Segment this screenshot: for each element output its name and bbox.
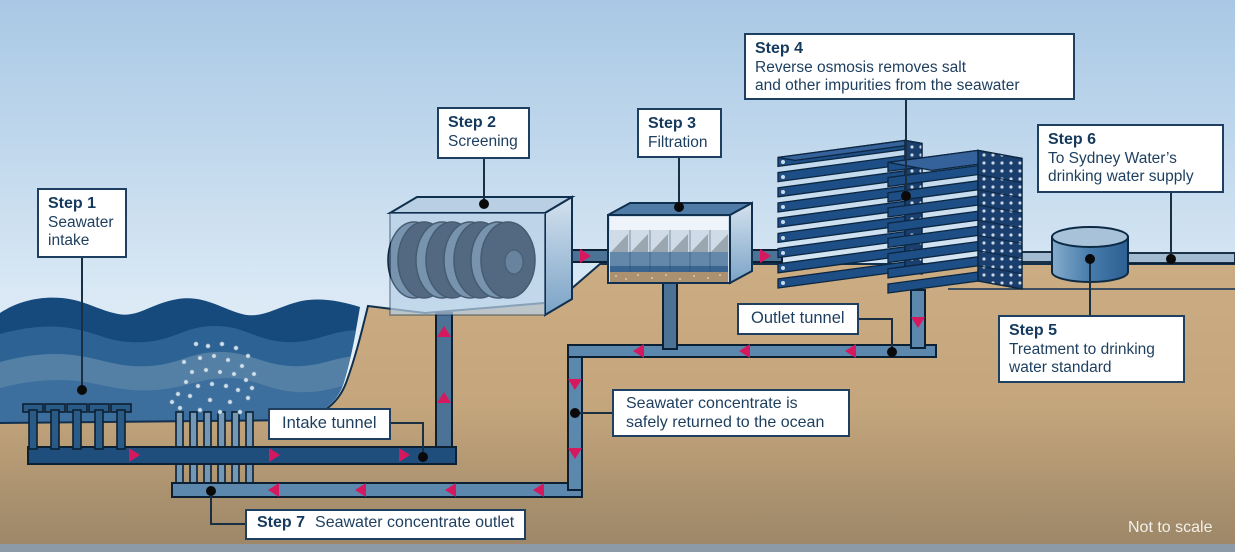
screening-unit: [386, 195, 576, 317]
filter-cells: [610, 230, 728, 282]
not-to-scale-note: Not to scale: [1128, 519, 1213, 536]
step-3-label: Step 3 Filtration: [637, 108, 722, 158]
step-4-label: Step 4 Reverse osmosis removes salt and …: [744, 33, 1075, 100]
filtration-unit: [607, 201, 753, 285]
callout-connectors: [81, 100, 1172, 525]
step-2-title: Step 2: [448, 114, 497, 131]
intake-tunnel-pipe: [27, 446, 457, 465]
step-6-title: Step 6: [1048, 131, 1097, 148]
step-7-title: Step 7: [257, 514, 306, 531]
step-7-label: Step 7 Seawater concentrate outlet: [245, 509, 527, 540]
step-6-label: Step 6 To Sydney Water’s drinking water …: [1037, 124, 1224, 193]
screening-drums: [387, 221, 536, 299]
outlet-tunnel-label: Outlet tunnel: [737, 303, 859, 335]
step-3-title: Step 3: [648, 115, 697, 132]
bottom-strip: [0, 544, 1235, 552]
outlet-tunnel-pipe: [567, 344, 937, 358]
diffuser-bubbles: [169, 341, 257, 415]
step-4-title: Step 4: [755, 40, 804, 57]
concentrate-down-pipe: [567, 349, 583, 491]
filtration-down-pipe: [662, 282, 678, 350]
step-1-label: Step 1 Seawater intake: [37, 188, 127, 258]
concentrate-note-label: Seawater concentrate is safely returned …: [612, 389, 850, 437]
step-2-label: Step 2 Screening: [437, 107, 530, 159]
step-5-label: Step 5 Treatment to drinking water stand…: [998, 315, 1185, 383]
intake-tunnel-label: Intake tunnel: [268, 408, 391, 440]
seawater-intake-structures: [22, 403, 132, 450]
reverse-osmosis-racks: [777, 139, 1023, 294]
concentrate-outlet-pipe: [171, 482, 583, 498]
ocean: [0, 297, 360, 423]
step-5-title: Step 5: [1009, 322, 1058, 339]
callout-dots: [77, 191, 1176, 496]
step-1-title: Step 1: [48, 195, 97, 212]
tank-to-supply-pipe: [1125, 252, 1235, 264]
